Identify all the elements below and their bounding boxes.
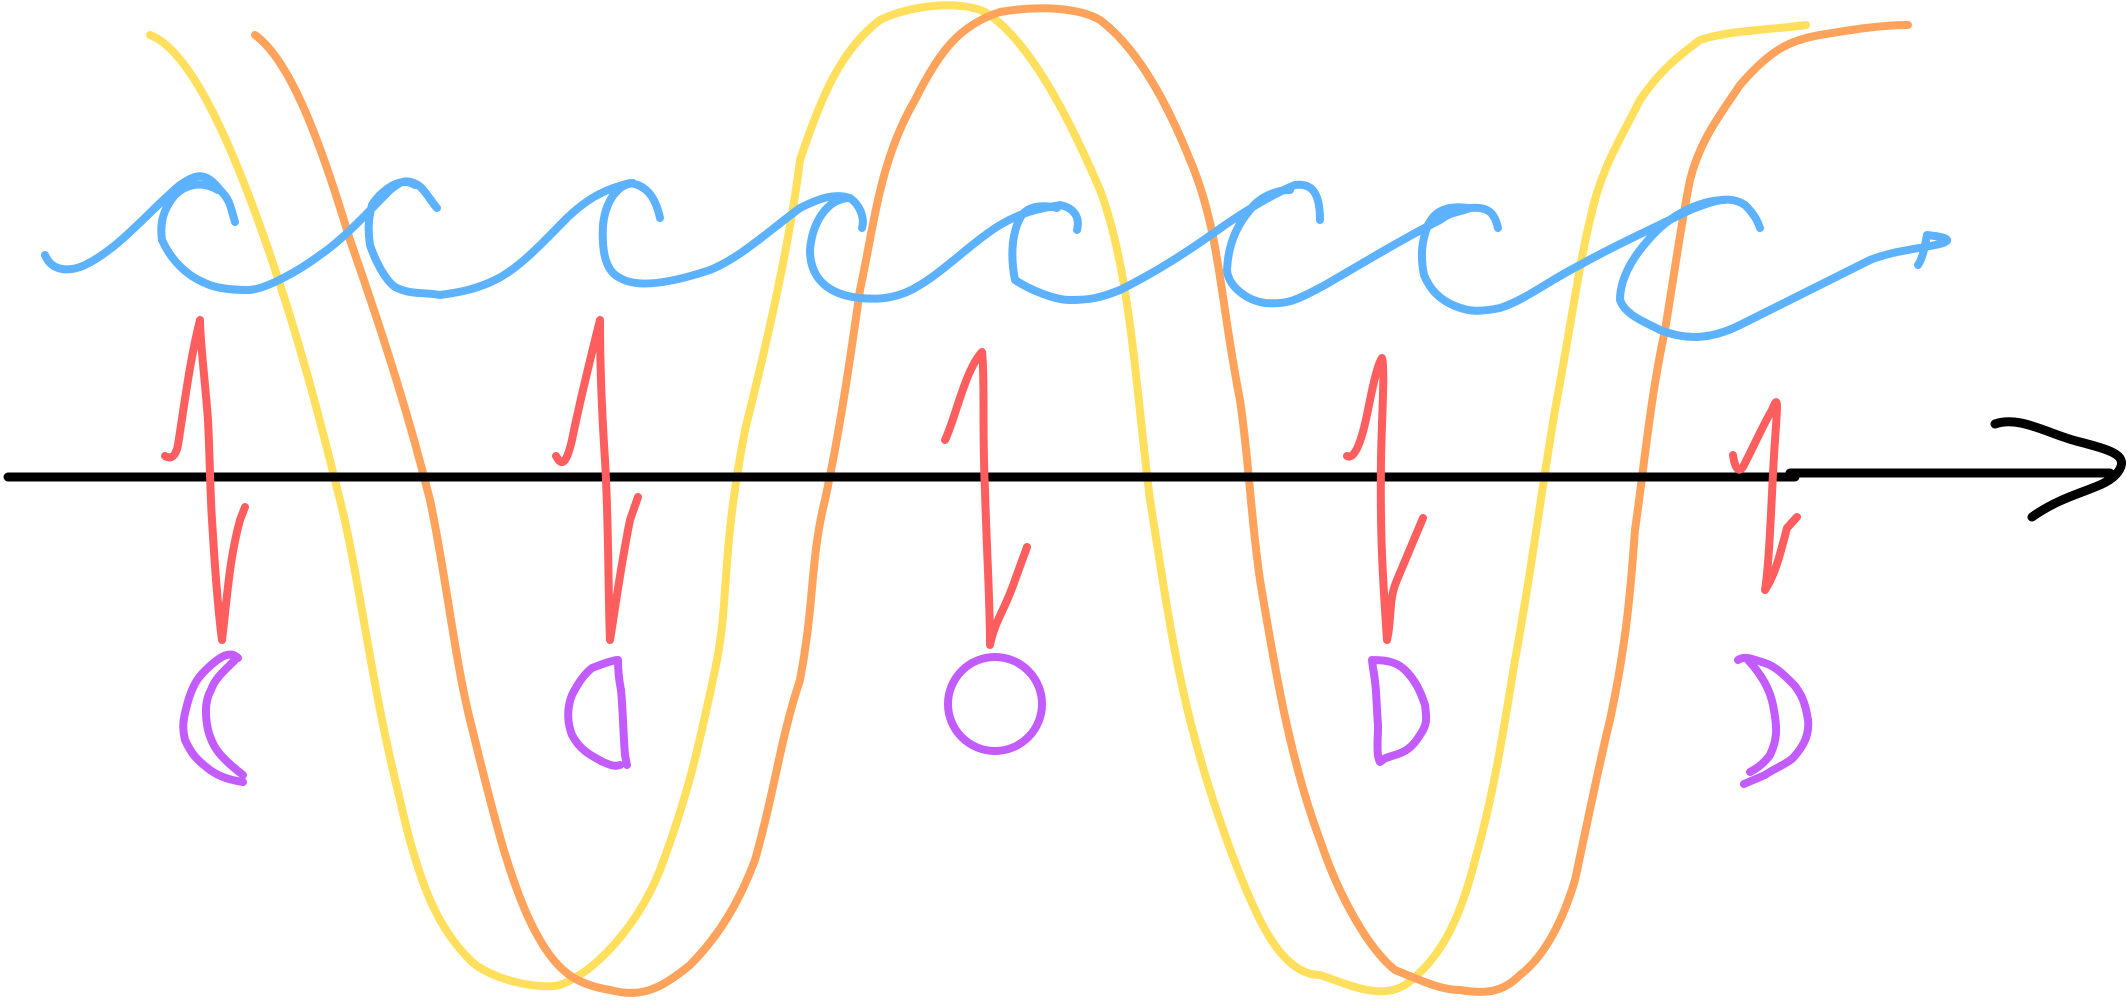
phase-d-shape xyxy=(564,656,631,770)
spin-marker-3 xyxy=(941,348,1031,649)
spin-marker-4 xyxy=(1343,354,1427,644)
phase-d-shape-2 xyxy=(1368,656,1431,766)
spiral-helix xyxy=(41,172,1952,341)
wave-orange xyxy=(251,4,1912,997)
axis-arrowhead xyxy=(1990,417,2126,522)
axis-line xyxy=(3,468,2115,482)
spin-marker-5 xyxy=(1729,398,1801,594)
spin-marker-2 xyxy=(552,316,642,644)
spin-marker-1 xyxy=(161,316,249,644)
phase-left-paren xyxy=(179,650,247,786)
phase-circle xyxy=(944,653,1046,755)
phase-right-paren xyxy=(1734,653,1813,788)
wave-yellow xyxy=(146,1,1810,996)
